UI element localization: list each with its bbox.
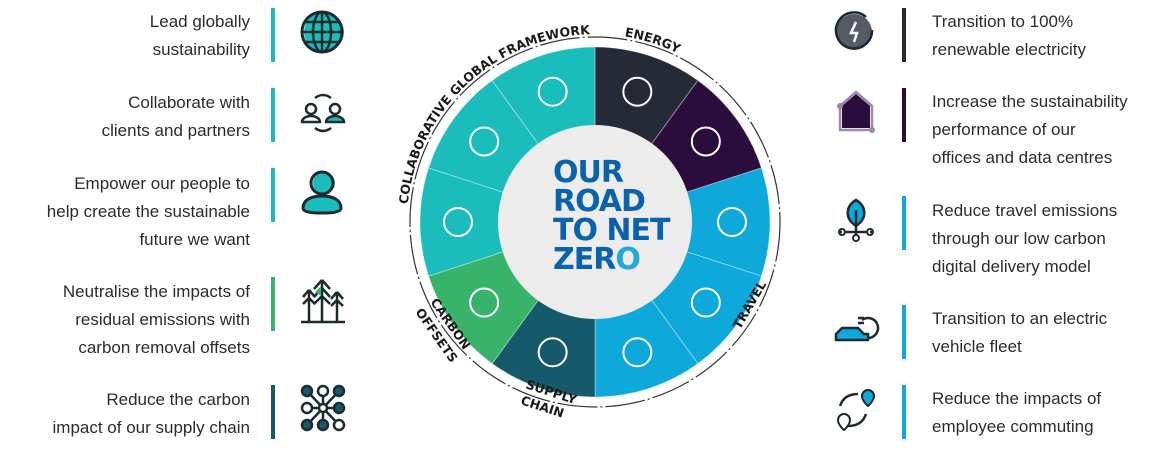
title-line: ROAD [553, 184, 645, 219]
item-line: Transition to 100% [932, 12, 1074, 31]
divider-bar [271, 168, 275, 222]
item-line: sustainability [152, 40, 250, 59]
item-line: carbon removal offsets [78, 338, 250, 357]
divider-bar [902, 385, 906, 439]
person-icon [301, 170, 343, 215]
item-line: Reduce the carbon [106, 390, 250, 409]
item-line: through our low carbon [932, 229, 1106, 248]
divider-bar [902, 88, 906, 142]
segment-energy-icon [622, 76, 653, 107]
smart-home-icon [837, 90, 875, 133]
electric-car-icon [834, 316, 880, 342]
item-line: Neutralise the impacts of [62, 282, 250, 301]
trees-icon [301, 279, 345, 324]
segment-travel-commute-icon [622, 337, 653, 368]
segment-supply-icon [537, 337, 568, 368]
divider-bar [271, 277, 275, 331]
item-line: Reduce travel emissions [932, 201, 1118, 220]
segment-people-icon [443, 207, 473, 237]
item-line: Empower our people to [74, 174, 250, 193]
item-line: Lead globally [149, 12, 250, 31]
segment-offices-icon [690, 126, 721, 157]
divider-bar [271, 385, 275, 439]
list-item-offices: Increase the sustainability performance o… [932, 88, 1162, 172]
segment-travel-ev-icon [690, 287, 721, 318]
item-line: Collaborate with [128, 93, 250, 112]
renewable-energy-icon [834, 11, 874, 50]
title-line: ZERO [553, 242, 640, 277]
list-item-commute: Reduce the impacts of employee commuting [932, 385, 1162, 441]
collaborate-icon [300, 93, 346, 133]
item-line: digital delivery model [932, 257, 1091, 276]
item-line: employee commuting [932, 417, 1094, 436]
title-line: TO NET [553, 213, 671, 248]
network-icon [300, 384, 346, 432]
road-to-net-zero-wheel: OUR ROAD TO NET ZERO COLLABORATIVE GLOBA… [396, 22, 781, 420]
item-line: impact of our supply chain [52, 418, 251, 437]
globe-icon [300, 10, 344, 54]
divider-bar [271, 8, 275, 62]
segment-collaborate-icon [469, 126, 500, 157]
item-line: renewable electricity [932, 40, 1087, 59]
title-line: OUR [553, 155, 624, 190]
list-item-ev: Transition to an electric vehicle fleet [932, 305, 1162, 361]
item-line: help create the sustainable [46, 202, 250, 221]
outer-ring [409, 36, 781, 408]
divider-bar [902, 8, 906, 62]
segment-global-icon [537, 76, 568, 107]
list-item-energy: Transition to 100% renewable electricity [932, 8, 1162, 64]
item-line: vehicle fleet [932, 337, 1022, 356]
item-line: offices and data centres [932, 148, 1113, 167]
segment-travel-digital-icon [717, 207, 747, 237]
divider-bar [902, 196, 906, 250]
commute-icon [836, 388, 876, 432]
divider-bar [902, 305, 906, 359]
digital-leaf-icon [838, 198, 874, 242]
item-line: Reduce the impacts of [932, 389, 1102, 408]
center-circle [498, 125, 692, 319]
item-line: Increase the sustainability [932, 92, 1128, 111]
item-line: clients and partners [101, 121, 250, 140]
item-line: Transition to an electric [932, 309, 1108, 328]
list-item-travel: Reduce travel emissions through our low c… [932, 197, 1162, 281]
divider-bar [271, 88, 275, 142]
item-line: performance of our [932, 120, 1076, 139]
item-line: residual emissions with [75, 310, 250, 329]
segment-carbon-icon [469, 287, 500, 318]
item-line: future we want [139, 230, 250, 249]
